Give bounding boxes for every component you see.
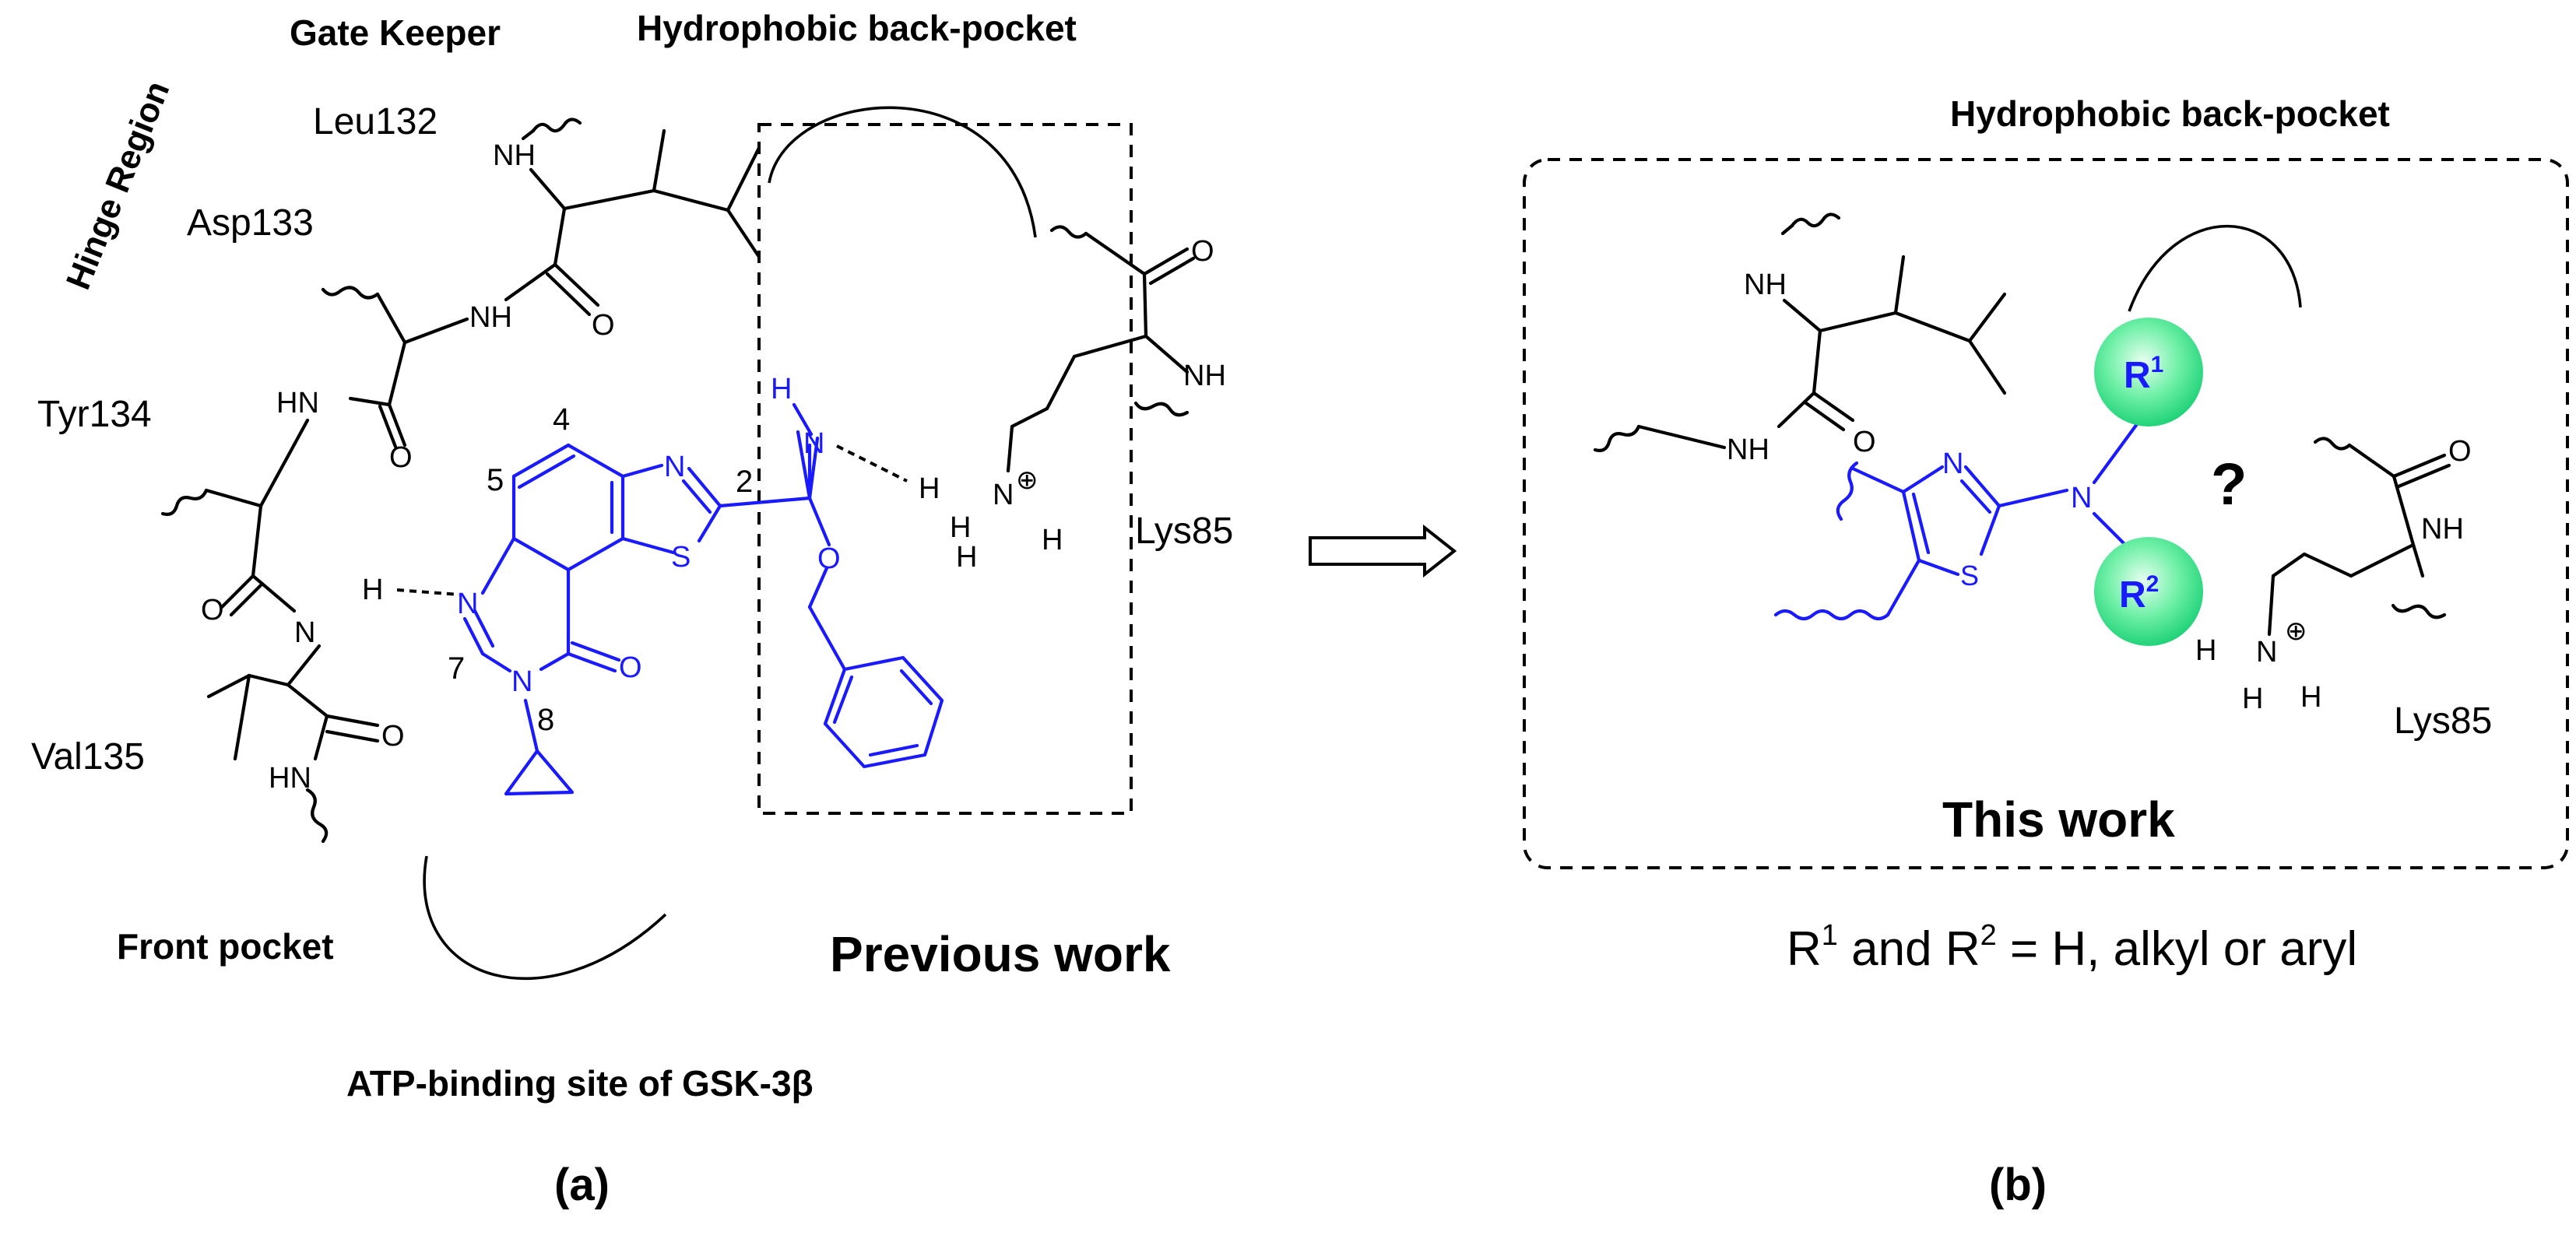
panel-b-label: (b) [1989,1160,2047,1210]
svg-text:HN: HN [269,762,311,795]
svg-text:H: H [950,511,971,544]
residue-tyr134: Tyr134 [37,394,152,435]
svg-text:R2: R2 [2119,571,2159,616]
svg-text:⊕: ⊕ [2285,616,2307,646]
atom-labels-blue-b: N S N [1942,448,2092,591]
hbond-imine-lys85 [836,444,908,483]
lys85-sidechain-b [2267,437,2451,637]
this-work-label: This work [1942,791,2175,848]
ligand-previous-work [462,402,944,796]
svg-text:H: H [919,472,940,505]
svg-text:N: N [457,588,478,620]
svg-text:O: O [1191,235,1214,268]
protein-backbone-b [1593,212,2007,452]
back-pocket-label-b: Hydrophobic back-pocket [1950,93,2390,134]
front-pocket-label: Front pocket [117,926,334,967]
atom-labels-black-b: NH NH O O NH H N ⊕ H H [1727,269,2472,715]
panel-a-label: (a) [554,1160,610,1210]
svg-text:O: O [1853,426,1876,458]
svg-text:H: H [956,541,977,574]
residue-lys85-a: Lys85 [1135,511,1233,552]
svg-text:O: O [2448,435,2472,468]
panel-b: Hydrophobic back-pocket [1523,93,2569,1210]
protein-backbone-a [160,118,761,844]
svg-text:5: 5 [487,463,504,497]
svg-text:O: O [619,651,642,684]
svg-text:NH: NH [493,139,536,172]
residue-lys85-b: Lys85 [2394,700,2492,742]
transition-arrow [1309,524,1457,578]
svg-text:O: O [389,441,413,474]
svg-text:O: O [592,309,615,342]
svg-text:NH: NH [1744,269,1787,301]
svg-text:7: 7 [448,651,465,686]
svg-text:NH: NH [469,301,512,334]
svg-text:N: N [803,427,824,460]
hbond-val135-n3 [396,588,460,596]
residue-leu132: Leu132 [313,101,438,142]
gate-keeper-label: Gate Keeper [290,12,501,53]
svg-text:N: N [511,665,532,698]
r1-group-circle [2094,318,2203,426]
lys85-sidechain-a [1006,225,1196,473]
svg-text:NH: NH [1183,360,1226,392]
svg-text:⊕: ⊕ [1016,465,1038,495]
svg-text:HN: HN [276,387,319,419]
back-pocket-arc-b [2128,224,2302,312]
panel-a: Hinge Region Gate Keeper Hydrophobic bac… [31,8,1233,1210]
svg-text:O: O [381,720,405,753]
svg-text:H: H [362,574,383,606]
back-pocket-arc-a [768,106,1037,238]
atom-labels-blue-a: N N O N S H N O [457,373,841,698]
back-pocket-label-a: Hydrophobic back-pocket [637,8,1077,48]
this-work-box [1523,158,2569,869]
svg-text:NH: NH [2421,513,2464,546]
svg-text:NH: NH [1727,433,1769,466]
svg-text:N: N [294,616,315,649]
front-pocket-arc [423,855,667,980]
svg-text:4: 4 [553,402,570,437]
svg-text:H: H [1042,524,1063,556]
svg-text:8: 8 [537,703,554,737]
svg-text:N: N [664,451,685,483]
atom-labels-black-a: NH NH O HN O O N H O HN O NH H N ⊕ H H H [201,139,1226,795]
svg-text:N: N [2071,482,2092,514]
svg-text:2: 2 [736,465,753,499]
atp-site-caption: ATP-binding site of GSK-3β [346,1063,814,1104]
svg-text:H: H [2300,681,2321,714]
svg-text:S: S [1960,560,1979,591]
svg-text:N: N [993,479,1014,511]
hinge-region-label: Hinge Region [59,75,177,294]
svg-text:R1: R1 [2124,352,2163,396]
svg-text:S: S [671,541,691,574]
previous-work-label: Previous work [830,926,1171,982]
residue-asp133: Asp133 [187,202,314,244]
r2-group-circle [2094,537,2203,646]
ligand-this-work [1773,422,2139,621]
svg-text:N: N [2256,636,2277,669]
position-numbers-a: 4 5 2 7 8 [448,402,753,737]
svg-text:O: O [201,594,224,627]
svg-text:H: H [771,373,792,405]
residue-val135: Val135 [31,736,145,777]
back-pocket-box-a [757,123,1133,815]
r-group-labels: R1 R2 [2119,352,2163,616]
svg-text:N: N [1942,448,1963,480]
question-mark: ? [2211,451,2247,518]
svg-text:H: H [2195,634,2216,667]
svg-text:O: O [817,542,841,575]
svg-text:H: H [2242,683,2263,715]
r-group-legend: R1 and R2 = H, alkyl or aryl [1787,919,2357,976]
